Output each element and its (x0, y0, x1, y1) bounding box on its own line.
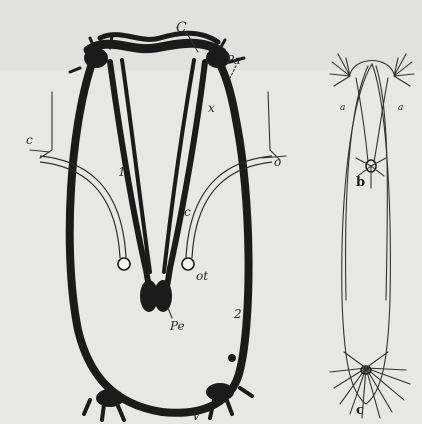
label-x: x (208, 101, 215, 115)
label-small-right: a (398, 103, 403, 113)
nerve-sprout (110, 36, 112, 48)
label-V: V (192, 409, 202, 423)
small-ganglion (228, 354, 236, 362)
label-o: o (274, 155, 281, 169)
label-ot: ot (196, 269, 208, 283)
visceral-nerve (102, 404, 104, 420)
otocyst-left (118, 258, 130, 270)
label-C: C (176, 20, 187, 36)
label-c-right: c (356, 403, 364, 418)
visceral-ganglion-right (206, 383, 234, 401)
label-b: b (356, 175, 365, 190)
label-1: 1 (118, 165, 126, 179)
label-2: 2 (233, 307, 242, 321)
pedal-ganglion-right (154, 280, 172, 312)
visceral-ganglion-left (96, 389, 124, 407)
otocyst-right (182, 258, 194, 270)
label-Pe: Pe (169, 319, 185, 333)
label-c-inner: c (184, 205, 191, 219)
label-small-left: a (340, 103, 345, 113)
label-c-outer: c (26, 133, 33, 147)
label-Pa: Pa (225, 53, 241, 67)
